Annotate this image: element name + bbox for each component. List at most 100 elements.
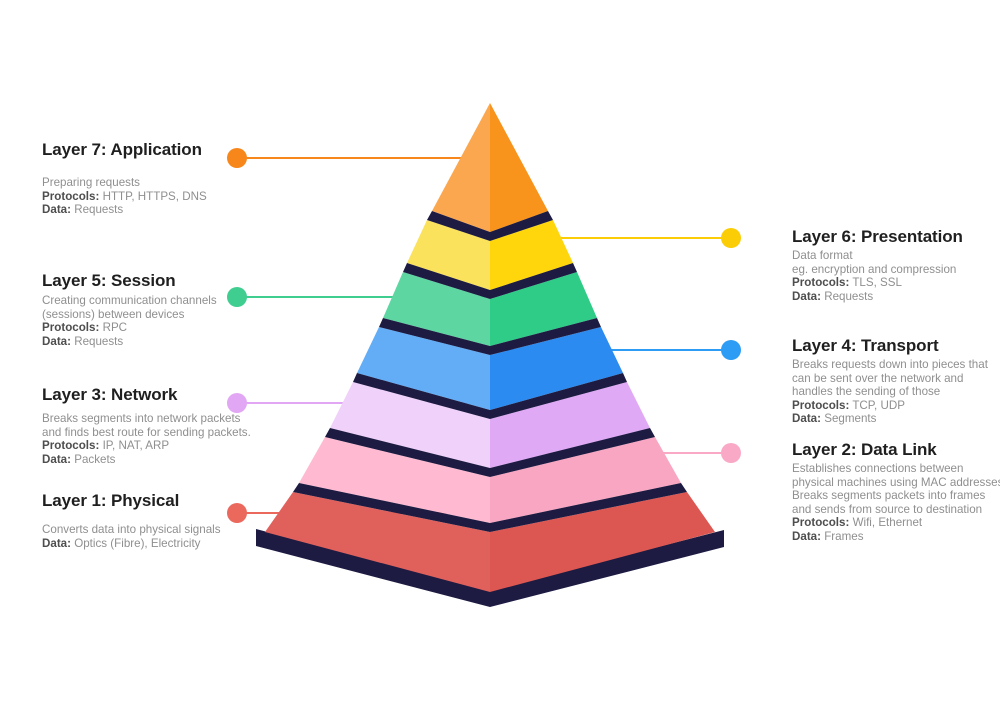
- callout-description: Breaks requests down into pieces that ca…: [792, 358, 988, 426]
- desc-line: Data: Packets: [42, 453, 251, 467]
- desc-text: eg. encryption and compression: [792, 262, 957, 276]
- callout-layer-1-physical: Layer 1: Physical Converts data into phy…: [42, 490, 221, 550]
- desc-line: Protocols: RPC: [42, 321, 217, 335]
- callout-title: Layer 1: Physical: [42, 491, 180, 510]
- callout-dot-layer1: [227, 503, 247, 523]
- desc-line: Preparing requests: [42, 176, 207, 190]
- desc-line: (sessions) between devices: [42, 308, 217, 322]
- pyramid-layer2-left-face: [299, 437, 490, 523]
- pyramid-separator-3: [379, 318, 601, 355]
- desc-line: Protocols: HTTP, HTTPS, DNS: [42, 190, 207, 204]
- desc-text: Wifi, Ethernet: [849, 516, 923, 529]
- desc-text: Breaks segments packets into frames: [792, 489, 986, 502]
- desc-bold-label: Data:: [42, 452, 71, 466]
- desc-text: Data format: [792, 249, 853, 262]
- desc-line: Data format: [792, 249, 963, 263]
- desc-bold-label: Protocols:: [42, 189, 100, 203]
- desc-bold-label: Protocols:: [792, 276, 850, 289]
- desc-bold-label: Data:: [42, 334, 71, 348]
- pyramid-layer5-left-face: [383, 272, 490, 346]
- desc-line: Data: Requests: [792, 290, 963, 304]
- desc-line: and sends from source to destination: [792, 503, 1000, 517]
- desc-line: can be sent over the network and: [792, 372, 988, 386]
- desc-text: Requests: [71, 203, 124, 216]
- desc-text: Converts data into physical signals: [42, 523, 221, 536]
- pyramid-separator-5: [325, 428, 655, 477]
- desc-bold-label: Data:: [792, 289, 821, 303]
- desc-text: Requests: [71, 334, 124, 348]
- desc-text: TCP, UDP: [849, 398, 905, 412]
- desc-line: Establishes connections between: [792, 462, 1000, 476]
- desc-text: HTTP, HTTPS, DNS: [99, 189, 207, 203]
- pyramid-layer1-left-face: [265, 492, 490, 592]
- desc-text: TLS, SSL: [849, 276, 902, 289]
- desc-line: Protocols: Wifi, Ethernet: [792, 516, 1000, 530]
- desc-text: Preparing requests: [42, 176, 140, 189]
- desc-text: and finds best route for sending packets…: [42, 425, 251, 439]
- callout-description: Establishes connections between physical…: [792, 462, 1000, 543]
- desc-line: handles the sending of those: [792, 385, 988, 399]
- callout-dot-layer2: [721, 443, 741, 463]
- callout-layer-4-transport: Layer 4: Transport Breaks requests down …: [792, 335, 988, 426]
- desc-text: Breaks segments into network packets: [42, 412, 241, 425]
- desc-line: Protocols: TLS, SSL: [792, 276, 963, 290]
- desc-bold-label: Protocols:: [792, 398, 850, 412]
- callout-description: Data format eg. encryption and compressi…: [792, 249, 963, 303]
- callout-layer-5-session: Layer 5: Session Creating communication …: [42, 270, 217, 348]
- desc-bold-label: Protocols:: [792, 516, 850, 529]
- pyramid-separator-2: [403, 263, 577, 299]
- callout-title: Layer 7: Application: [42, 140, 202, 159]
- pyramid-layer3-right-face: [490, 382, 650, 468]
- desc-bold-label: Data:: [792, 529, 821, 543]
- callout-dot-layer5: [227, 287, 247, 307]
- pyramid-layer7-left-face: [432, 103, 490, 232]
- pyramid-separator-4: [353, 373, 627, 419]
- pyramid-layer5-right-face: [490, 272, 597, 346]
- desc-bold-label: Protocols:: [42, 439, 100, 452]
- desc-line: physical machines using MAC addresses: [792, 476, 1000, 490]
- desc-line: Converts data into physical signals: [42, 523, 221, 537]
- desc-bold-label: Data:: [792, 412, 821, 425]
- pyramid-layer3-left-face: [330, 382, 490, 468]
- callout-title: Layer 4: Transport: [792, 336, 939, 355]
- callout-layer-2-data-link: Layer 2: Data Link Establishes connectio…: [792, 439, 1000, 543]
- desc-line: Data: Segments: [792, 412, 988, 426]
- desc-bold-label: Data:: [42, 203, 71, 216]
- desc-text: Optics (Fibre), Electricity: [71, 536, 201, 550]
- desc-text: physical machines using MAC addresses: [792, 475, 1000, 489]
- callout-dot-layer3: [227, 393, 247, 413]
- pyramid-layer6-right-face: [490, 220, 573, 290]
- desc-line: Breaks segments into network packets: [42, 412, 251, 426]
- desc-line: Breaks segments packets into frames: [792, 489, 1000, 503]
- desc-text: Creating communication channels: [42, 294, 217, 307]
- callout-dot-layer6: [721, 228, 741, 248]
- desc-line: Protocols: TCP, UDP: [792, 399, 988, 413]
- desc-bold-label: Data:: [42, 536, 71, 550]
- desc-text: Packets: [71, 452, 116, 466]
- desc-line: Data: Optics (Fibre), Electricity: [42, 537, 221, 551]
- pyramid-layer1-right-face: [490, 492, 715, 592]
- callout-description: Breaks segments into network packets and…: [42, 412, 251, 466]
- callout-title: Layer 2: Data Link: [792, 440, 937, 459]
- callout-title: Layer 3: Network: [42, 385, 178, 404]
- callout-description: Preparing requests Protocols: HTTP, HTTP…: [42, 176, 207, 217]
- desc-line: Data: Requests: [42, 335, 217, 349]
- desc-text: RPC: [99, 321, 128, 334]
- callout-layer-7-application: Layer 7: Application Preparing requests …: [42, 139, 207, 217]
- desc-line: Creating communication channels: [42, 294, 217, 308]
- callout-description: Creating communication channels (session…: [42, 294, 217, 348]
- desc-bold-label: Protocols:: [42, 321, 100, 334]
- desc-line: Data: Frames: [792, 530, 1000, 544]
- callout-title: Layer 5: Session: [42, 271, 176, 290]
- desc-text: handles the sending of those: [792, 385, 941, 398]
- pyramid-layer2-right-face: [490, 437, 681, 523]
- pyramid-separator-6: [293, 483, 687, 532]
- desc-text: IP, NAT, ARP: [99, 439, 170, 452]
- desc-text: Frames: [821, 529, 864, 543]
- desc-line: eg. encryption and compression: [792, 263, 963, 277]
- pyramid-layer7-right-face: [490, 103, 548, 232]
- desc-text: and sends from source to destination: [792, 502, 983, 516]
- desc-text: (sessions) between devices: [42, 307, 185, 321]
